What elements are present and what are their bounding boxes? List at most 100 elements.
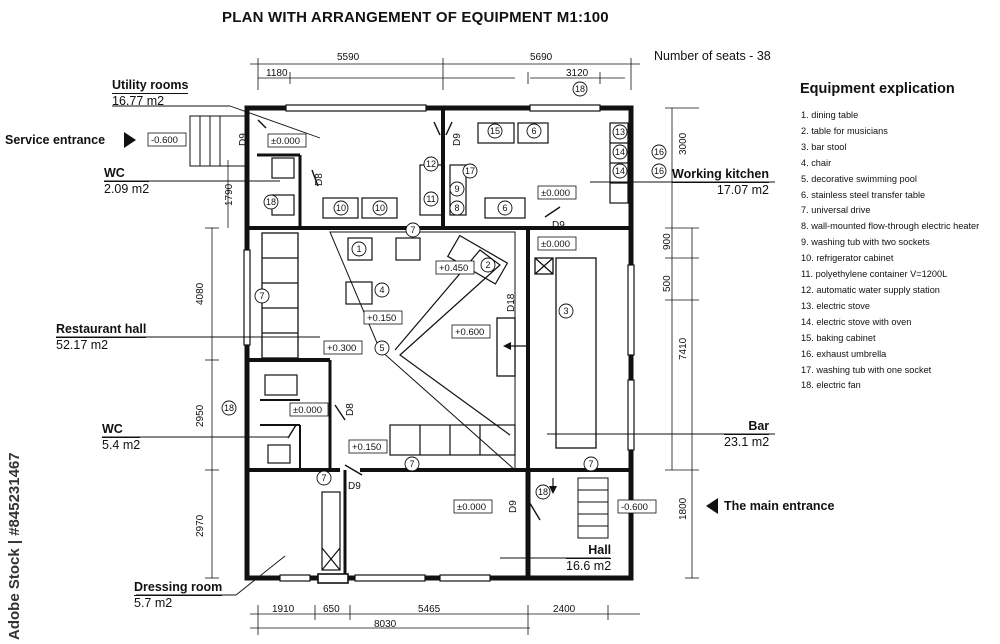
level-mark: +0.150 — [352, 442, 381, 453]
dim-right-2: 900 — [662, 233, 673, 250]
explication-item: 9. washing tub with two sockets — [801, 237, 930, 248]
door-label: D9 — [452, 133, 463, 146]
dining-table — [345, 281, 373, 305]
window — [354, 574, 426, 582]
room-name: Bar — [748, 419, 770, 433]
level-mark: ±0.000 — [271, 136, 300, 147]
explication-item: 2. table for musicians — [801, 125, 888, 136]
room-name: Working kitchen — [672, 167, 770, 181]
door — [287, 424, 297, 439]
level-mark: +0.450 — [439, 263, 468, 274]
equip-mark: 10 — [336, 203, 346, 213]
door — [527, 499, 541, 521]
explication-item: 16. exhaust umbrella — [801, 348, 887, 359]
door — [257, 119, 267, 129]
baking-cabinet — [477, 122, 515, 144]
service-entrance-arrow — [124, 132, 136, 148]
equip-mark: 7 — [409, 459, 414, 469]
level-mark: -0.600 — [151, 135, 178, 146]
equip-mark: 2 — [485, 260, 490, 270]
lockers — [321, 491, 341, 571]
door-label: D18 — [506, 293, 517, 312]
service-entrance-label: Service entrance — [5, 133, 106, 147]
main-stairs — [577, 477, 609, 539]
room-label-restaurant: Restaurant hall 52.17 m2 — [56, 322, 147, 353]
door — [433, 121, 441, 136]
room-area: 5.7 m2 — [134, 595, 223, 611]
refrigerator — [361, 197, 398, 219]
explication-item: 15. baking cabinet — [801, 332, 876, 343]
wc-fixture — [267, 444, 291, 464]
explication-item: 6. stainless steel transfer table — [801, 189, 926, 200]
equip-mark: 1 — [356, 244, 361, 254]
explication-title: Equipment explication — [800, 81, 955, 97]
equip-mark: 17 — [465, 166, 475, 176]
explication-item: 14. electric stove with oven — [801, 316, 912, 327]
window — [243, 249, 251, 346]
room-area: 17.07 m2 — [672, 182, 770, 198]
dim-bottom-2: 650 — [323, 604, 340, 615]
equip-mark: 14 — [615, 166, 625, 176]
equip-mark: 18 — [575, 84, 585, 94]
dining-table — [395, 237, 421, 261]
window — [627, 379, 635, 451]
explication-item: 1. dining table — [801, 110, 859, 120]
equip-mark: 18 — [266, 197, 276, 207]
explication-item: 4. chair — [801, 157, 832, 168]
level-mark: +0.150 — [367, 313, 396, 324]
window — [317, 573, 349, 584]
stage-step — [496, 317, 516, 377]
equip-mark: 16 — [654, 147, 664, 157]
dim-bottom-1: 1910 — [272, 604, 295, 615]
room-label-hall: Hall 16.6 m2 — [566, 543, 612, 574]
watermark-text: Adobe Stock | #845231467 — [6, 452, 23, 640]
equip-mark: 16 — [654, 166, 664, 176]
equip-mark: 6 — [502, 203, 507, 213]
room-label-dressing: Dressing room 5.7 m2 — [134, 580, 223, 611]
equip-mark: 6 — [531, 126, 536, 136]
explication-item: 12. automatic water supply station — [801, 284, 940, 295]
level-mark: ±0.000 — [457, 502, 486, 513]
room-name: Hall — [588, 543, 612, 557]
room-label-bar: Bar 23.1 m2 — [724, 419, 770, 450]
explication-item: 3. bar stool — [801, 141, 847, 152]
window — [439, 574, 491, 582]
dim-right-1: 3000 — [678, 132, 689, 155]
seats-count: Number of seats - 38 — [654, 49, 771, 63]
transfer-table — [484, 197, 526, 219]
dim-top-3: 1180 — [266, 68, 288, 79]
equip-mark: 7 — [588, 459, 593, 469]
room-name: WC — [104, 166, 125, 180]
equip-mark: 5 — [379, 343, 384, 353]
equip-mark: 3 — [563, 306, 568, 316]
explication-item: 8. wall-mounted flow-through electric he… — [801, 221, 980, 232]
door — [311, 169, 319, 187]
room-area: 23.1 m2 — [724, 434, 770, 449]
explication-list: 1. dining table 2. table for musicians 3… — [801, 108, 979, 394]
refrigerator — [322, 197, 359, 219]
door-label: D9 — [238, 133, 249, 146]
room-label-wc-upper: WC 2.09 m2 — [104, 166, 150, 197]
dim-bottom-4: 2400 — [553, 604, 576, 615]
explication-item: 13. electric stove — [801, 300, 870, 311]
window — [279, 574, 311, 582]
room-area: 16.77 m2 — [112, 93, 189, 109]
door-label: D9 — [508, 500, 519, 513]
dim-left-3: 2970 — [195, 514, 206, 537]
level-mark: ±0.000 — [541, 239, 570, 250]
outer-wall — [244, 105, 634, 581]
wc-fixture — [264, 374, 298, 396]
dim-top-4: 3120 — [566, 68, 589, 79]
room-label-wc-lower: WC 5.4 m2 — [102, 422, 141, 453]
explication-item: 11. polyethylene container V=1200L — [801, 269, 948, 280]
door — [344, 464, 363, 476]
dim-bottom-3: 5465 — [418, 604, 441, 615]
equip-mark: 12 — [426, 159, 436, 169]
explication-item: 18. electric fan — [801, 380, 861, 391]
level-mark: ±0.000 — [541, 188, 570, 199]
equip-mark: 7 — [321, 473, 326, 483]
explication-item: 7. universal drive — [801, 205, 871, 216]
explication-item: 17. washing tub with one socket — [801, 364, 932, 375]
room-label-kitchen: Working kitchen 17.07 m2 — [672, 167, 770, 198]
